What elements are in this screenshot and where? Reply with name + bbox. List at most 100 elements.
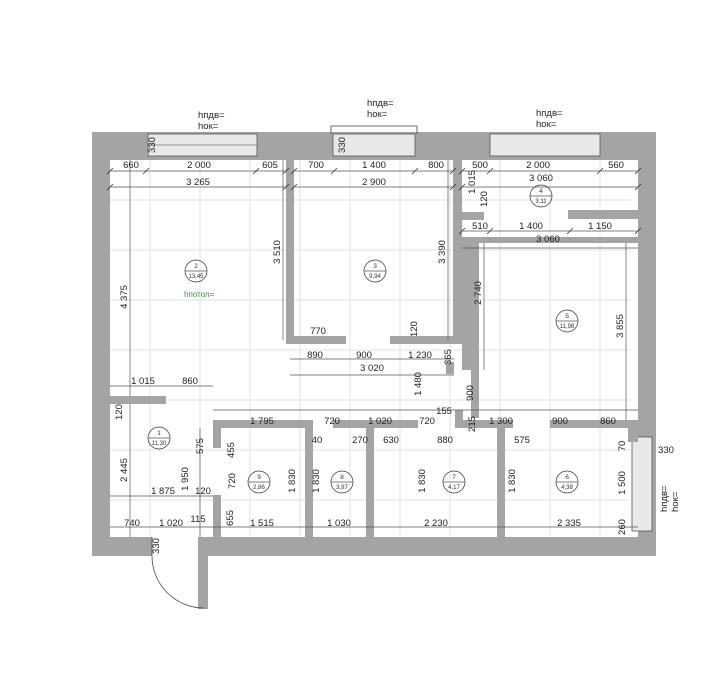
dim-label: 70	[617, 441, 628, 452]
dim-label: 1 795	[250, 416, 274, 427]
window-3	[489, 133, 601, 157]
dim-label: 700	[308, 160, 324, 171]
window-2	[330, 125, 418, 157]
room-5-area: 11,98	[560, 324, 575, 330]
dim-label: 2 445	[119, 458, 130, 482]
room-3-area: 9,94	[369, 274, 381, 280]
dim-label: 2 740	[473, 281, 484, 305]
window-2-note-a: hпдв=	[367, 98, 394, 109]
room-7-number: 7	[452, 474, 456, 481]
dim-label: 1 150	[588, 221, 612, 232]
dim-label: 40	[312, 435, 323, 446]
dim-label: 2 000	[526, 160, 550, 171]
room-8-area: 3,97	[336, 485, 348, 491]
dim-label: 3 510	[272, 240, 283, 264]
dim-label: 1 830	[287, 469, 298, 493]
dim-label: 330	[151, 538, 162, 554]
dim-label: 1 030	[327, 518, 351, 529]
dim-label: 720	[419, 416, 435, 427]
dim-label: 330	[337, 137, 348, 153]
dim-label: 1 830	[507, 469, 518, 493]
ceiling-height-note: hпотол=	[184, 290, 215, 299]
dim-label: 1 015	[131, 376, 155, 387]
dim-label: 270	[352, 435, 368, 446]
room-6-marker: 6 4,38	[555, 470, 579, 494]
room-3-number: 3	[373, 263, 377, 270]
dim-label: 3 390	[437, 240, 448, 264]
room-7-area: 4,17	[448, 485, 460, 491]
room-markers: 2 13,45 hпотол= 3 9,94 4 3,11 5 11,98 1 …	[147, 184, 579, 494]
dim-label: 1 400	[362, 160, 386, 171]
dim-label: 900	[465, 385, 476, 401]
room-2-area: 13,45	[188, 274, 204, 280]
dim-label: 880	[437, 435, 453, 446]
dim-label: 770	[310, 326, 326, 337]
dim-label: 2 900	[362, 177, 386, 188]
room-9-number: 9	[257, 474, 261, 481]
dim-label: 660	[123, 160, 139, 171]
room-4-area: 3,11	[535, 199, 547, 205]
dim-label: 720	[227, 473, 238, 489]
dim-label: 330	[147, 137, 158, 153]
entrance-door	[151, 537, 208, 609]
dim-label: 3 265	[186, 177, 210, 188]
room-5-number: 5	[565, 313, 569, 320]
dim-label: 860	[182, 376, 198, 387]
dim-label: 3 060	[529, 173, 553, 184]
dim-label: 3 020	[360, 363, 384, 374]
dim-label: 120	[409, 321, 420, 337]
dim-label: 605	[262, 160, 278, 171]
room-7-marker: 7 4,17	[442, 470, 466, 494]
dim-label: 1 830	[417, 469, 428, 493]
dim-label: 1 480	[413, 372, 424, 396]
dim-label: 120	[195, 486, 211, 497]
dim-label: 890	[307, 350, 323, 361]
dim-label: 1 020	[159, 518, 183, 529]
window-1-note-b: hок=	[198, 121, 219, 132]
room-5-marker: 5 11,98	[555, 309, 579, 333]
room-1-marker: 1 11,30	[147, 426, 171, 450]
dim-label: 2 000	[187, 160, 211, 171]
dim-label: 1 015	[467, 170, 478, 194]
dimension-labels: 660 2 000 605 700 1 400 800 500 2 000 56…	[114, 137, 674, 554]
dim-label: 510	[472, 221, 488, 232]
dim-label: 4 375	[119, 285, 130, 309]
dim-label: 860	[600, 416, 616, 427]
dim-label: 1 830	[311, 469, 322, 493]
room-9-marker: 9 2,86	[247, 470, 271, 494]
room-8-number: 8	[340, 474, 344, 481]
room-3-marker: 3 9,94	[363, 259, 387, 283]
dim-label: 365	[443, 349, 454, 365]
dim-label: 1 230	[408, 350, 432, 361]
room-2-marker: 2 13,45	[184, 259, 208, 283]
window-3-note-b: hок=	[536, 119, 557, 130]
dim-label: 155	[436, 406, 452, 417]
dim-label: 260	[617, 519, 628, 535]
dim-label: 1 300	[489, 416, 513, 427]
window-notes: hпдв= hок= hпдв= hок= hпдв= hок= hпдв= h…	[198, 98, 681, 512]
room-4-number: 4	[539, 188, 543, 195]
dim-label: 2 335	[557, 518, 581, 529]
room-8-marker: 8 3,97	[330, 470, 354, 494]
dim-label: 800	[428, 160, 444, 171]
window-3-note-a: hпдв=	[536, 108, 563, 119]
dim-label: 900	[552, 416, 568, 427]
window-4-note-a: hпдв=	[659, 485, 670, 512]
dim-label: 1 950	[180, 467, 191, 491]
room-1-area: 11,30	[152, 441, 167, 447]
dim-label: 215	[467, 416, 478, 432]
dim-label: 1 500	[617, 471, 628, 495]
room-2-number: 2	[194, 263, 198, 270]
dim-label: 2 230	[424, 518, 448, 529]
dim-label: 575	[514, 435, 530, 446]
dim-label: 560	[608, 160, 624, 171]
window-2-note-b: hок=	[367, 109, 388, 120]
dim-label: 1 875	[151, 486, 175, 497]
window-1	[147, 133, 258, 157]
dimension-lines-interior	[110, 160, 638, 537]
dim-label: 115	[190, 514, 205, 525]
dim-label: 1 515	[250, 518, 274, 529]
dim-label: 330	[658, 445, 674, 456]
dim-label: 455	[226, 442, 237, 458]
dim-label: 630	[383, 435, 399, 446]
